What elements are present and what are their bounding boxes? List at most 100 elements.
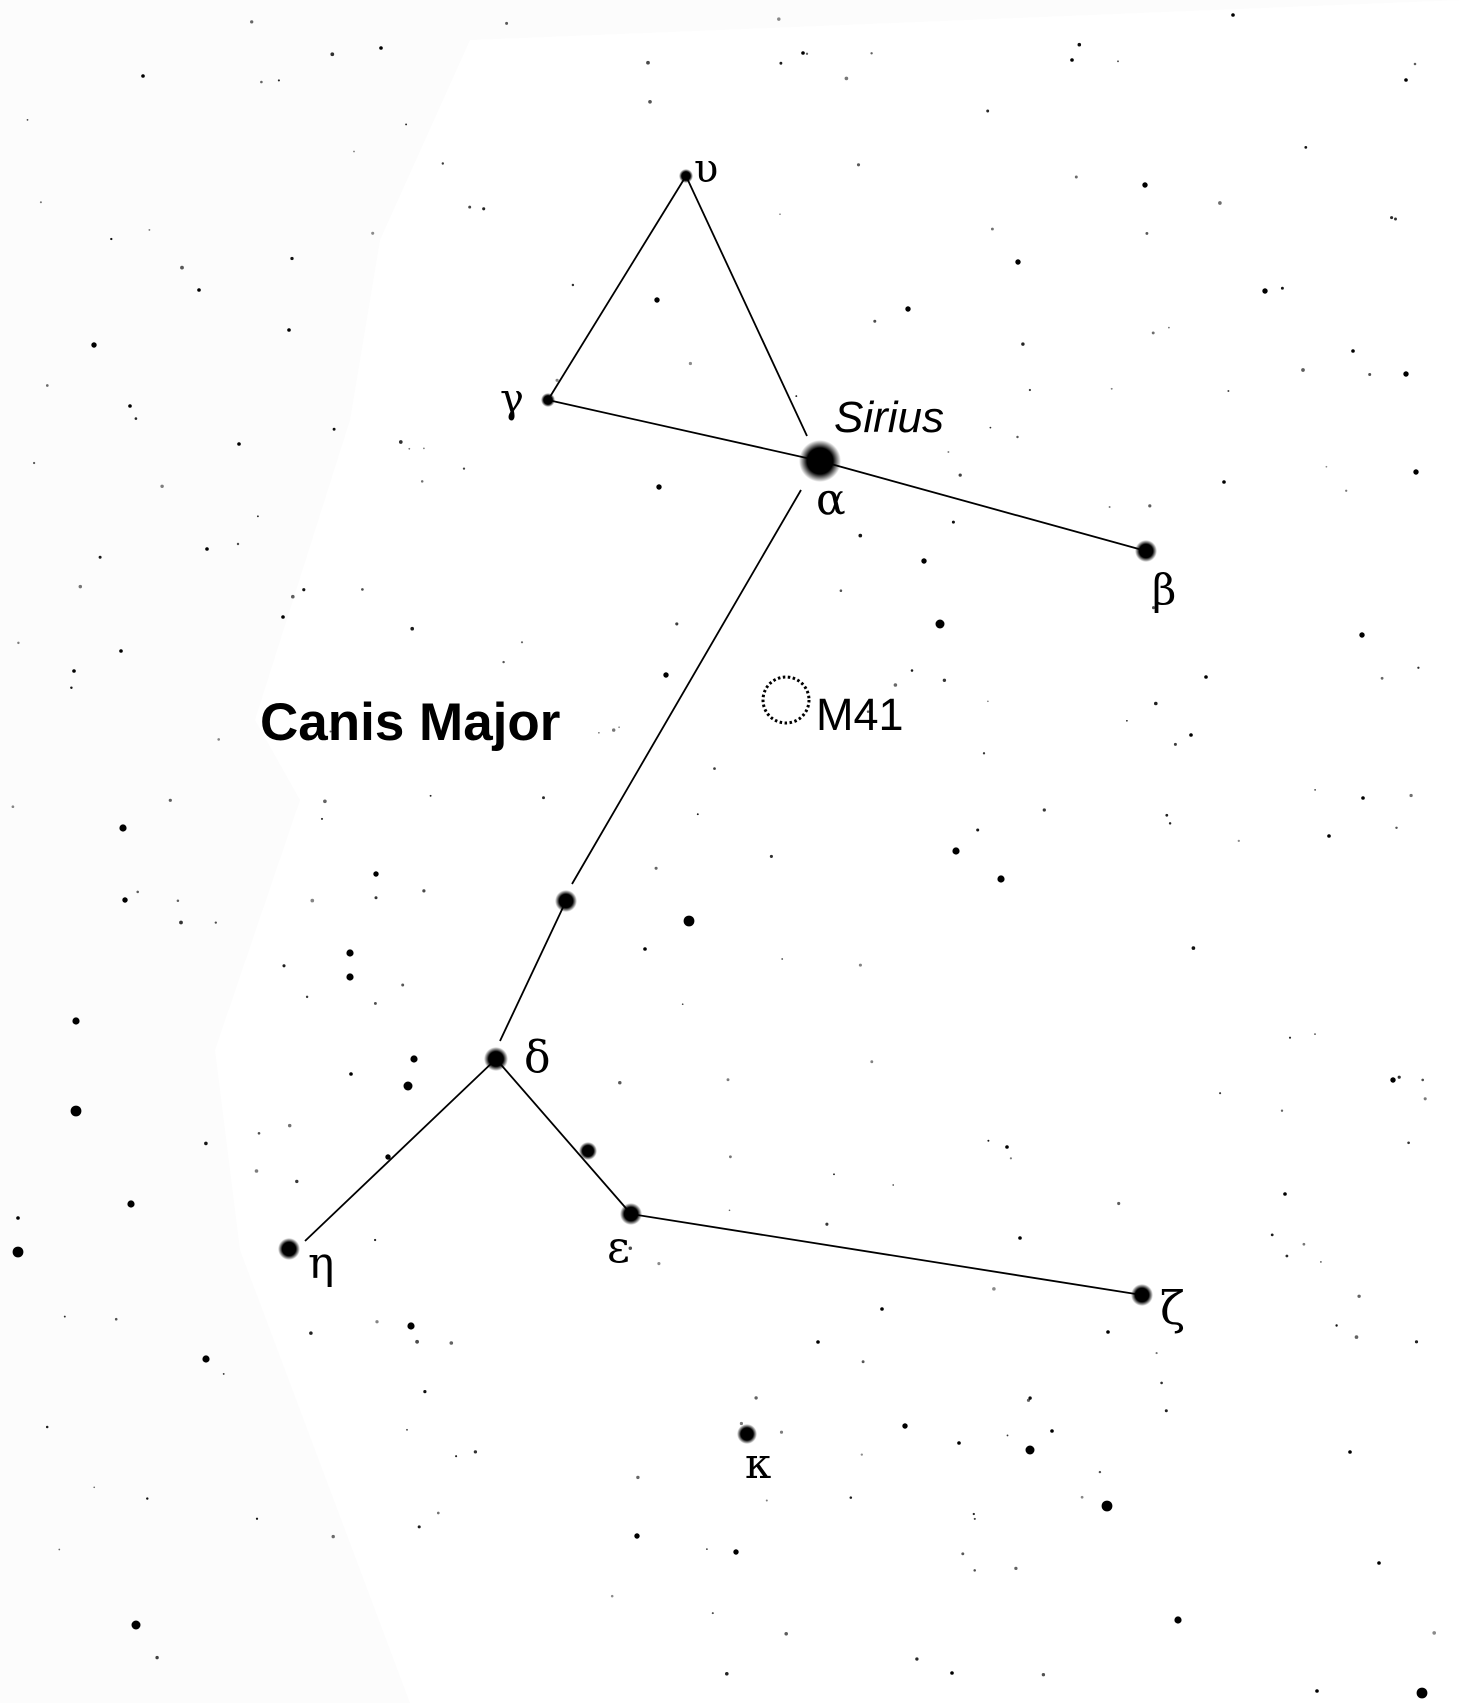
- faint-field-star: [310, 898, 315, 903]
- field-star: [205, 547, 209, 551]
- field-star: [1359, 632, 1365, 638]
- milky-way-band: [215, 0, 1460, 1703]
- faint-field-star: [728, 1209, 731, 1212]
- field-star: [1390, 1077, 1396, 1083]
- faint-field-star: [39, 201, 42, 204]
- faint-field-star: [618, 1080, 622, 1085]
- faint-field-star: [98, 555, 102, 559]
- faint-field-star: [860, 1453, 863, 1456]
- faint-field-star: [688, 361, 693, 366]
- star-omicron2[interactable]: [555, 890, 577, 912]
- field-star: [905, 306, 911, 312]
- star-delta[interactable]: [484, 1047, 508, 1071]
- star-zeta[interactable]: [1131, 1284, 1153, 1306]
- faint-field-star: [571, 283, 575, 287]
- faint-field-star: [330, 52, 335, 57]
- faint-field-star: [295, 1179, 299, 1184]
- faint-field-star: [961, 1552, 965, 1556]
- faint-field-star: [374, 896, 378, 900]
- faint-field-star: [1110, 387, 1113, 390]
- faint-field-star: [779, 1430, 784, 1434]
- faint-field-star: [353, 150, 355, 153]
- faint-field-star: [255, 1517, 259, 1520]
- faint-field-star: [870, 52, 873, 55]
- faint-field-star: [1397, 1075, 1401, 1079]
- star-upsilon[interactable]: [679, 169, 693, 183]
- faint-field-star: [1288, 1036, 1292, 1039]
- faint-field-star: [1227, 390, 1230, 392]
- field-star: [91, 342, 97, 348]
- faint-field-star: [870, 1060, 874, 1064]
- label-delta: δ: [524, 1032, 551, 1083]
- faint-field-star: [441, 162, 444, 165]
- faint-field-star: [449, 1341, 454, 1345]
- field-star: [346, 973, 354, 981]
- field-star: [1025, 1445, 1035, 1455]
- faint-field-star: [17, 641, 20, 645]
- faint-field-star: [1164, 1409, 1168, 1413]
- line-epsilon-zeta: [630, 1213, 1143, 1296]
- field-star: [373, 871, 379, 877]
- faint-field-star: [375, 1320, 379, 1324]
- field-star: [1361, 796, 1365, 800]
- field-star: [349, 1072, 353, 1076]
- field-star: [72, 1017, 80, 1025]
- field-star: [1348, 1450, 1352, 1454]
- faint-field-star: [777, 17, 781, 21]
- faint-field-star: [942, 678, 947, 682]
- field-star: [12, 1246, 24, 1258]
- faint-field-star: [856, 163, 861, 167]
- faint-field-star: [148, 228, 151, 231]
- field-star: [663, 672, 669, 678]
- faint-field-star: [1432, 1631, 1437, 1635]
- faint-field-star: [839, 589, 843, 592]
- field-star: [1101, 1500, 1113, 1512]
- star-kappa[interactable]: [737, 1424, 757, 1444]
- field-star: [410, 1055, 418, 1063]
- faint-field-star: [972, 1512, 975, 1516]
- label-sirius: Sirius: [834, 393, 944, 442]
- star-alpha-sirius[interactable]: [799, 440, 841, 482]
- faint-field-star: [1421, 1078, 1425, 1082]
- star-epsilon[interactable]: [620, 1203, 642, 1225]
- faint-field-star: [833, 1173, 835, 1176]
- faint-field-star: [11, 805, 15, 809]
- star-omega[interactable]: [579, 1142, 597, 1160]
- label-kappa: κ: [745, 1439, 771, 1488]
- faint-field-star: [417, 1525, 421, 1529]
- faint-field-star: [78, 584, 83, 589]
- field-star: [1413, 469, 1419, 475]
- faint-field-star: [696, 813, 699, 816]
- field-star: [202, 1355, 210, 1363]
- faint-field-star: [849, 1496, 853, 1499]
- faint-field-star: [781, 958, 784, 960]
- field-star: [1416, 1687, 1428, 1699]
- faint-field-star: [542, 796, 545, 800]
- faint-field-star: [618, 726, 620, 729]
- star-beta[interactable]: [1135, 540, 1157, 562]
- faint-field-star: [520, 641, 524, 644]
- faint-field-star: [422, 889, 426, 893]
- faint-field-star: [405, 123, 408, 126]
- faint-field-star: [204, 1141, 208, 1146]
- faint-field-star: [260, 80, 263, 84]
- faint-field-star: [291, 594, 295, 599]
- faint-field-star: [982, 752, 986, 755]
- faint-field-star: [866, 710, 870, 713]
- field-star: [1106, 1330, 1110, 1334]
- field-star: [1189, 733, 1193, 737]
- faint-field-star: [706, 1548, 708, 1550]
- faint-field-star: [236, 542, 240, 546]
- faint-field-star: [1237, 839, 1240, 843]
- faint-field-star: [257, 1131, 261, 1135]
- faint-field-star: [114, 1317, 118, 1321]
- star-eta[interactable]: [278, 1238, 300, 1260]
- faint-field-star: [423, 447, 425, 450]
- field-star: [1070, 58, 1074, 62]
- star-gamma[interactable]: [541, 393, 555, 407]
- faint-field-star: [765, 1499, 768, 1502]
- faint-field-star: [168, 798, 172, 802]
- faint-field-star: [455, 1455, 458, 1458]
- m41-cluster-marker[interactable]: [761, 675, 811, 725]
- faint-field-star: [282, 964, 286, 968]
